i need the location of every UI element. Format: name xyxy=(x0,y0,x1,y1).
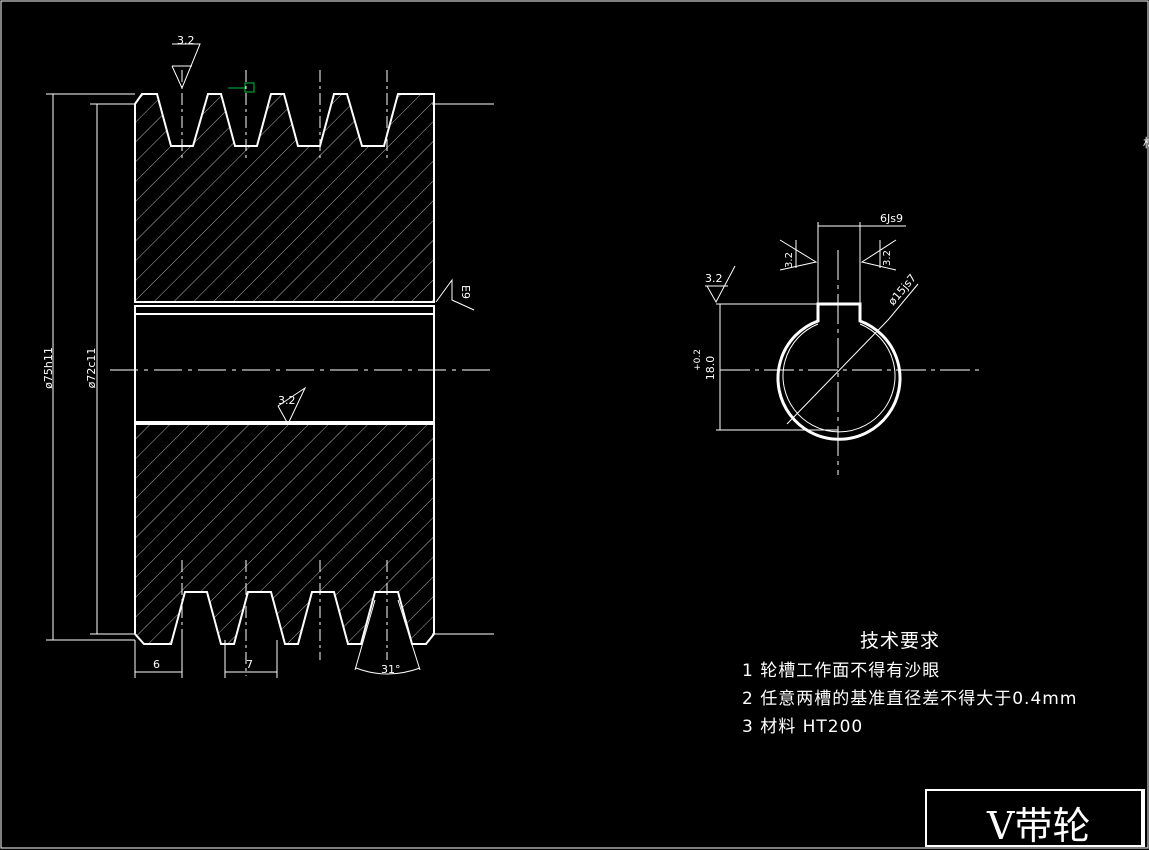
title-block-divider xyxy=(1141,791,1143,847)
roughness-symbol-keyway xyxy=(705,239,897,304)
roughness-symbol-top xyxy=(171,43,201,90)
roughness-top-label: 3.2 xyxy=(177,34,195,47)
requirement-item: 1 轮槽工作面不得有沙眼 xyxy=(742,661,941,681)
title-block: V带轮 xyxy=(925,789,1145,848)
bore xyxy=(134,305,435,423)
requirement-item: 2 任意两槽的基准直径差不得大于0.4mm xyxy=(742,689,1078,709)
pulley-section-view xyxy=(110,70,494,676)
pitch-b-label: 7 xyxy=(246,658,253,671)
bore-circle xyxy=(776,302,902,441)
roughness-keyway-label: 3.2 xyxy=(705,272,723,285)
drawing-title: V带轮 xyxy=(987,804,1091,848)
requirements-title: 技术要求 xyxy=(860,630,941,652)
hub-label: E9 xyxy=(459,285,472,299)
keyway-dimensions xyxy=(716,222,906,431)
pitch-a-label: 6 xyxy=(153,658,160,671)
key-depth-tol-label: +0.2 xyxy=(693,349,703,371)
outer-diameter-dimension xyxy=(46,93,135,641)
datum-diameter-label: ø72c11 xyxy=(85,348,98,389)
roughness-keyway-left-label: 3.2 xyxy=(784,252,795,268)
groove-dimensions xyxy=(134,599,421,678)
edge-mark: 材 xyxy=(1143,134,1149,151)
roughness-bore-label: 3.2 xyxy=(278,394,296,407)
lower-section xyxy=(134,423,435,645)
roughness-keyway-right-label: 3.2 xyxy=(882,250,893,266)
upper-section xyxy=(134,93,435,303)
hub-roughness xyxy=(435,278,475,311)
key-depth-label: 18.0 xyxy=(704,356,717,381)
key-width-label: 6Js9 xyxy=(880,212,903,225)
groove-angle-label: 31° xyxy=(381,663,401,676)
keyway-view xyxy=(720,250,982,475)
requirement-item: 3 材料 HT200 xyxy=(742,717,864,737)
roughness-symbol-bore xyxy=(277,386,307,426)
outer-diameter-label: ø75h11 xyxy=(42,347,55,389)
